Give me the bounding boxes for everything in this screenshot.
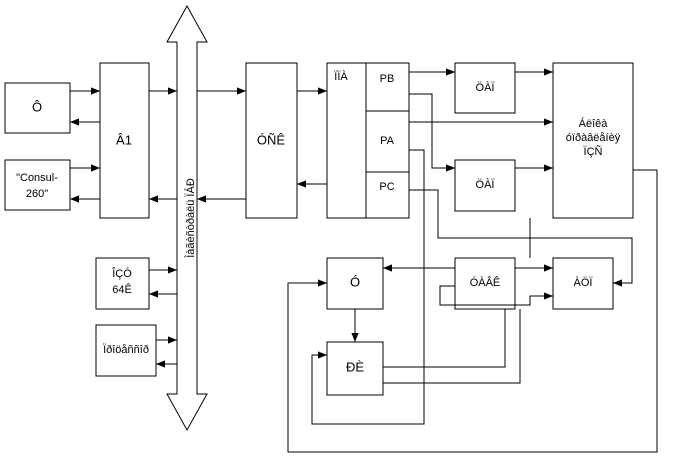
block-control-unit-label-2: óïðàâëåíèÿ bbox=[566, 132, 621, 144]
block-dk-label: ÐÈ bbox=[346, 359, 364, 374]
block-ppa: ÏÏÀ PB PA PC bbox=[326, 62, 410, 219]
block-u: Ó bbox=[326, 257, 384, 310]
block-cabk: ÓÀÂÊ bbox=[454, 257, 516, 310]
block-u-label: Ó bbox=[350, 274, 360, 289]
block-dk: ÐÈ bbox=[326, 341, 384, 396]
port-pa-label: PA bbox=[380, 135, 395, 147]
block-aci: ÀÖÏ bbox=[552, 257, 614, 310]
connections-left bbox=[70, 87, 177, 368]
block-ozu-label-1: ÎÇÓ bbox=[111, 267, 132, 280]
block-v1-label: Â1 bbox=[116, 132, 132, 147]
block-consul: "Consul- 260" bbox=[4, 159, 71, 211]
block-cap-mid: ÖÀÏ bbox=[454, 159, 516, 212]
block-osk: ÓÑÊ bbox=[245, 62, 298, 219]
block-processor-label: Ïðîöåññîð bbox=[103, 344, 149, 356]
port-pb-label: PB bbox=[380, 73, 395, 85]
line-control-to-u bbox=[287, 169, 658, 453]
system-bus: Ìàãèñòðàëü ÏÁÐ bbox=[166, 4, 208, 432]
line-pc-to-aci bbox=[409, 189, 633, 287]
block-osk-label: ÓÑÊ bbox=[257, 132, 286, 147]
connections-lower bbox=[287, 169, 658, 453]
block-cap-top-label: ÖÀÏ bbox=[476, 81, 496, 94]
block-control-unit-label-1: Áëîêà bbox=[579, 117, 609, 130]
line-pa-to-dk bbox=[311, 149, 425, 425]
block-control-unit-label-3: ÏÇÑ bbox=[584, 145, 603, 158]
line-dk-to-aci bbox=[383, 309, 521, 384]
line-dk-to-cabk bbox=[383, 309, 506, 368]
block-cap-mid-label: ÖÀÏ bbox=[476, 178, 496, 191]
block-ozu: ÎÇÓ 64Ê bbox=[95, 257, 150, 310]
bus-label: Ìàãèñòðàëü ÏÁÐ bbox=[184, 178, 197, 258]
block-consul-label-2: 260" bbox=[26, 188, 48, 200]
connections-middle bbox=[197, 87, 327, 203]
block-control-unit: Áëîêà óïðàâëåíèÿ ÏÇÑ bbox=[552, 62, 634, 219]
arrow-pb-to-cap-mid bbox=[409, 93, 455, 172]
block-processor: Ïðîöåññîð bbox=[95, 324, 157, 377]
block-v1: Â1 bbox=[99, 62, 150, 219]
block-ozu-label-2: 64Ê bbox=[112, 283, 132, 296]
line-cabk-feedback bbox=[439, 285, 553, 306]
connections-ports bbox=[311, 68, 633, 425]
block-f-label: Ô bbox=[32, 99, 42, 114]
block-cap-top: ÖÀÏ bbox=[454, 62, 516, 114]
port-pc-label: PC bbox=[379, 181, 394, 193]
block-consul-label-1: "Consul- bbox=[16, 172, 58, 184]
block-f: Ô bbox=[4, 82, 71, 134]
block-cabk-label: ÓÀÂÊ bbox=[470, 276, 501, 289]
block-aci-label: ÀÖÏ bbox=[574, 276, 594, 289]
block-ppa-label: ÏÏÀ bbox=[334, 70, 348, 83]
